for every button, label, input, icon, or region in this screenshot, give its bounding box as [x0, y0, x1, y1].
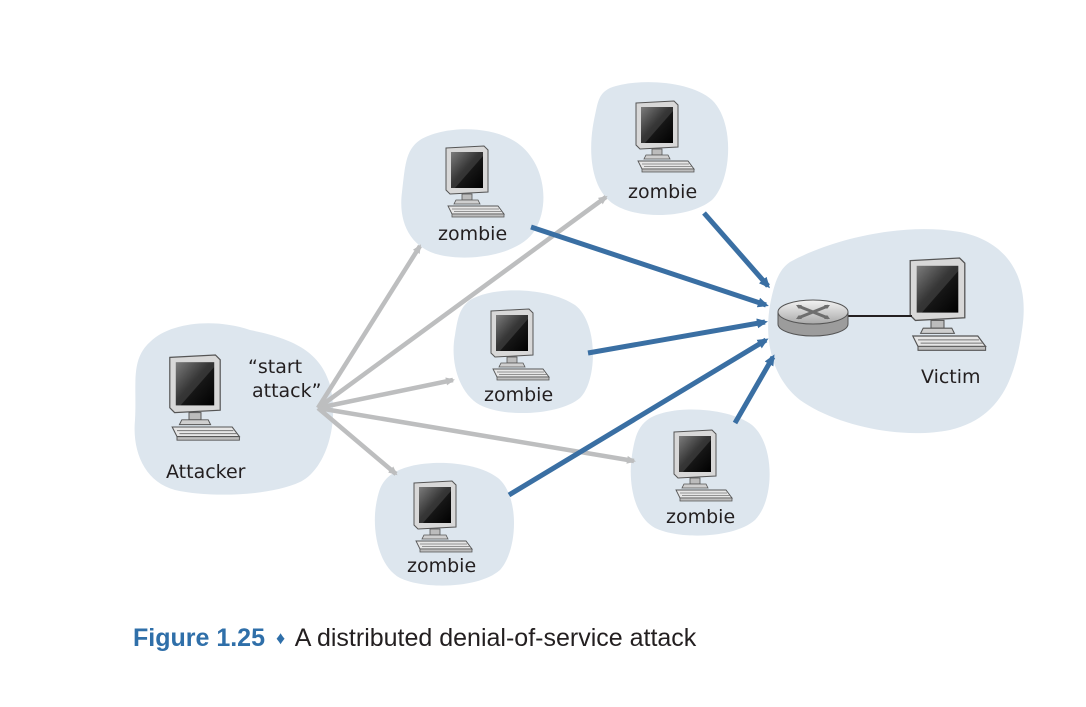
start-attack-label-line1: “start: [248, 356, 302, 378]
command-arrow-zombie-2: [316, 195, 608, 410]
zombie-3-label: zombie: [484, 384, 553, 406]
zombie-cloud-1: [401, 129, 544, 258]
command-arrow-zombie-1: [316, 244, 422, 410]
command-arrow-zombie-3: [317, 377, 455, 411]
diamond-separator-icon: ♦: [275, 628, 286, 648]
attack-arrow-zombie-3: [587, 318, 768, 356]
attack-arrow-zombie-5: [732, 354, 776, 425]
attack-arrows: [507, 211, 776, 498]
attack-arrow-zombie-4: [507, 337, 769, 498]
victim-label: Victim: [921, 366, 981, 388]
figure-caption: Figure 1.25 ♦ A distributed denial-of-se…: [133, 624, 696, 653]
figure-caption-text: A distributed denial-of-service attack: [294, 624, 697, 652]
zombie-4-label: zombie: [407, 555, 476, 577]
zombie-2-label: zombie: [628, 181, 697, 203]
zombie-5-label: zombie: [666, 506, 735, 528]
command-arrow-zombie-5: [317, 405, 636, 464]
zombie-cloud-2: [591, 82, 729, 216]
attacker-label: Attacker: [166, 461, 246, 483]
attack-arrow-zombie-1: [530, 224, 769, 308]
router-icon: [777, 299, 912, 337]
figure-number: Figure 1.25: [133, 624, 265, 652]
zombie-1-label: zombie: [438, 223, 507, 245]
command-arrow-zombie-4: [316, 406, 398, 476]
start-attack-label-line2: attack”: [252, 380, 321, 402]
attack-arrow-zombie-2: [702, 211, 770, 289]
